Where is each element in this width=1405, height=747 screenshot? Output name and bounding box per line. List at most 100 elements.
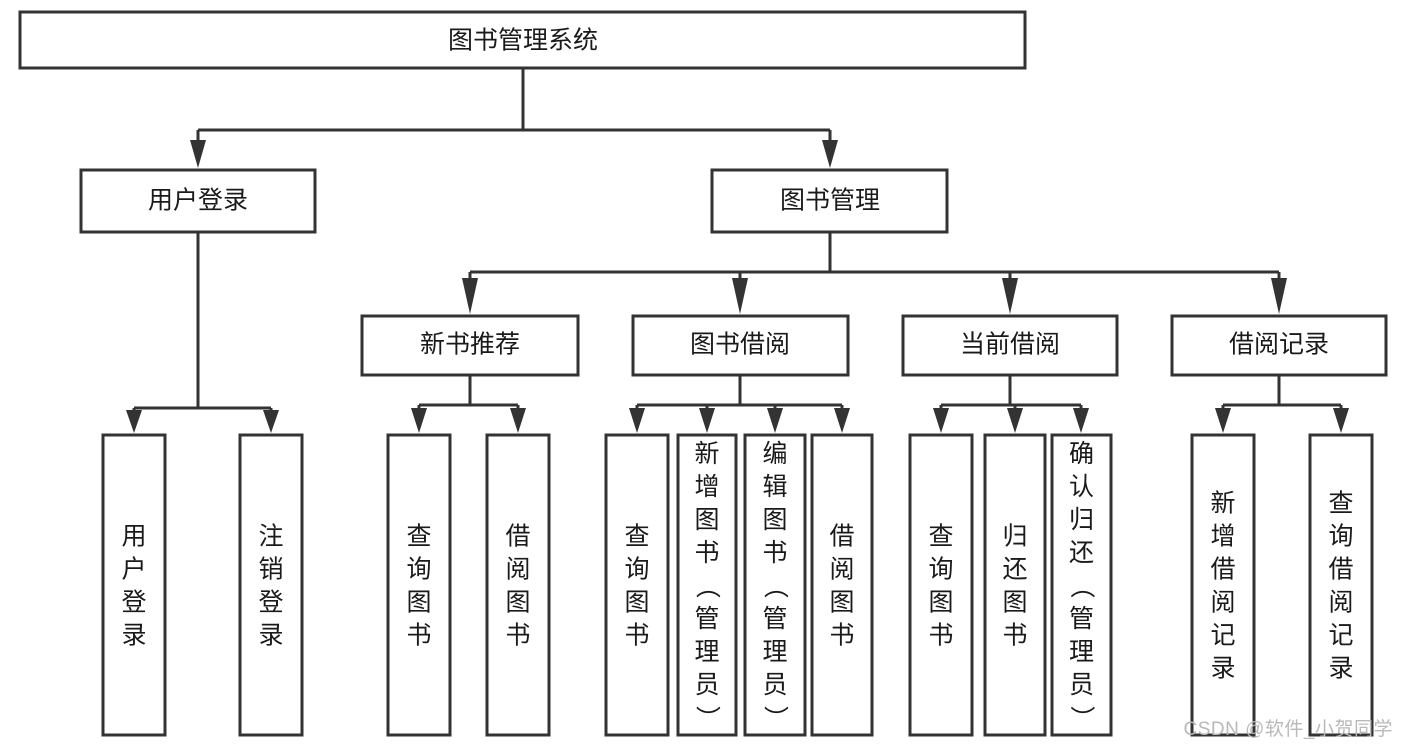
node-leaf-logout-box[interactable] (238, 433, 304, 737)
node-user-login[interactable]: 用户登录 (79, 168, 317, 234)
node-book-borrow-box[interactable] (631, 314, 850, 377)
glyph: 借 (1328, 556, 1353, 584)
glyph: 图 (928, 589, 953, 617)
node-leaf-query-book-1-box[interactable] (386, 433, 452, 737)
node-current-borrow-label: 当前借阅 (960, 331, 1060, 359)
glyph: 书 (762, 539, 787, 567)
glyph: ） (761, 705, 789, 730)
connector-group-root (190, 68, 838, 168)
node-leaf-add-book-admin-box[interactable] (676, 433, 738, 737)
glyph: 录 (121, 622, 146, 650)
glyph: 管 (1069, 605, 1094, 633)
node-book-manage[interactable]: 图书管理 (710, 168, 949, 234)
glyph: 借 (1210, 556, 1235, 584)
connector-group-book-manage (462, 232, 1287, 314)
glyph: 管 (762, 605, 787, 633)
glyph: 增 (694, 473, 719, 501)
node-leaf-user-login[interactable]: 用户登录 (101, 433, 167, 737)
glyph: 新 (1210, 490, 1235, 518)
node-current-borrow-box[interactable] (901, 314, 1119, 377)
node-borrow-record[interactable]: 借阅记录 (1170, 314, 1388, 377)
glyph: 图 (406, 589, 431, 617)
node-leaf-edit-book-admin-box[interactable] (743, 433, 807, 737)
glyph: 员 (1069, 671, 1094, 699)
node-leaf-confirm-return-admin-box[interactable] (1050, 433, 1113, 737)
arrow-head-borrow-record (1271, 278, 1287, 314)
connector-group-user-login (126, 232, 279, 433)
glyph: 图 (829, 589, 854, 617)
node-book-borrow[interactable]: 图书借阅 (631, 314, 850, 377)
connector-group-new-book-recommend (411, 375, 526, 433)
glyph: ） (693, 705, 721, 730)
glyph: 录 (258, 622, 283, 650)
node-root[interactable]: 图书管理系统 (18, 10, 1027, 70)
node-leaf-borrow-book-1-box[interactable] (485, 433, 551, 737)
arrow-head-leaf-borrow-book-1 (510, 408, 526, 433)
glyph: 员 (694, 671, 719, 699)
node-leaf-return-book-box[interactable] (983, 433, 1047, 737)
glyph: 登 (258, 589, 283, 617)
glyph: 还 (1002, 556, 1027, 584)
node-leaf-user-login-box[interactable] (101, 433, 167, 737)
glyph: 借 (829, 523, 854, 551)
node-leaf-add-borrow-record-box[interactable] (1190, 433, 1256, 737)
node-new-book-recommend[interactable]: 新书推荐 (360, 314, 580, 377)
node-leaf-query-book-2-box[interactable] (604, 433, 670, 737)
node-book-manage-box[interactable] (710, 168, 949, 234)
glyph: 阅 (505, 556, 530, 584)
arrow-head-book-borrow (732, 278, 748, 314)
glyph: 录 (1328, 655, 1353, 683)
arrow-head-leaf-query-book-2 (629, 408, 645, 433)
glyph: 借 (505, 523, 530, 551)
arrow-head-leaf-query-book-1 (411, 408, 427, 433)
glyph: 书 (406, 622, 431, 650)
arrow-head-new-book-recommend (462, 278, 478, 314)
node-leaf-borrow-book-2-box[interactable] (810, 433, 874, 737)
glyph: 查 (928, 523, 953, 551)
glyph: 录 (1210, 655, 1235, 683)
node-new-book-recommend-box[interactable] (360, 314, 580, 377)
glyph: 询 (624, 556, 649, 584)
node-borrow-record-label: 借阅记录 (1229, 331, 1329, 359)
glyph: 还 (1069, 539, 1094, 567)
node-current-borrow[interactable]: 当前借阅 (901, 314, 1119, 377)
node-leaf-query-book-3-box[interactable] (908, 433, 974, 737)
node-user-login-box[interactable] (79, 168, 317, 234)
arrow-head-leaf-edit-book-admin (767, 408, 783, 433)
arrow-head-leaf-confirm-return-admin (1073, 408, 1089, 433)
glyph: 注 (258, 523, 283, 551)
arrow-head-current-borrow (1002, 278, 1018, 314)
node-borrow-record-box[interactable] (1170, 314, 1388, 377)
arrow-head-leaf-user-login (126, 410, 142, 433)
arrow-head-leaf-add-book-admin (699, 408, 715, 433)
arrow-head-leaf-logout (263, 410, 279, 433)
glyph: 阅 (1328, 589, 1353, 617)
connector-group-borrow-record (1215, 375, 1349, 433)
node-leaf-query-borrow-record-box[interactable] (1308, 433, 1374, 737)
glyph: 记 (1210, 622, 1235, 650)
arrow-head-leaf-query-borrow-record (1333, 408, 1349, 433)
arrow-head-leaf-return-book (1007, 408, 1023, 433)
node-root-box[interactable] (18, 10, 1027, 70)
glyph: 管 (694, 605, 719, 633)
glyph: 查 (1328, 490, 1353, 518)
